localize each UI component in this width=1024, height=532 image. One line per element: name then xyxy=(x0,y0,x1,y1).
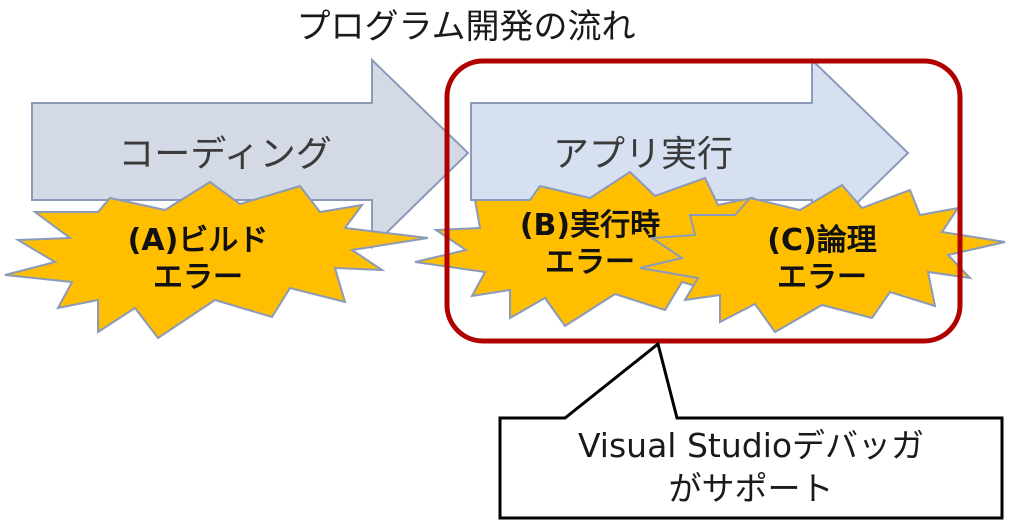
callout-line1: Visual Studioデバッガ xyxy=(578,426,924,465)
runtime-error-line1: (B)実行時 xyxy=(520,208,660,243)
diagram-title: プログラム開発の流れ xyxy=(297,7,636,47)
logic-error-burst xyxy=(639,183,1006,334)
coding-arrow xyxy=(31,57,470,250)
debugger-scope-highlight xyxy=(444,58,963,344)
app-run-phase-label: アプリ実行 xyxy=(553,134,733,175)
logic-error-line2: エラー xyxy=(777,260,867,295)
runtime-error-line2: エラー xyxy=(545,245,635,280)
build-error-line1: (A)ビルド xyxy=(128,223,269,258)
coding-phase-label: コーディング xyxy=(118,134,331,175)
callout-line2: がサポート xyxy=(669,469,834,508)
build-error-burst xyxy=(4,180,429,340)
build-error-line2: エラー xyxy=(153,260,243,295)
callout-box xyxy=(498,341,1004,520)
logic-error-line1: (C)論理 xyxy=(767,223,876,258)
